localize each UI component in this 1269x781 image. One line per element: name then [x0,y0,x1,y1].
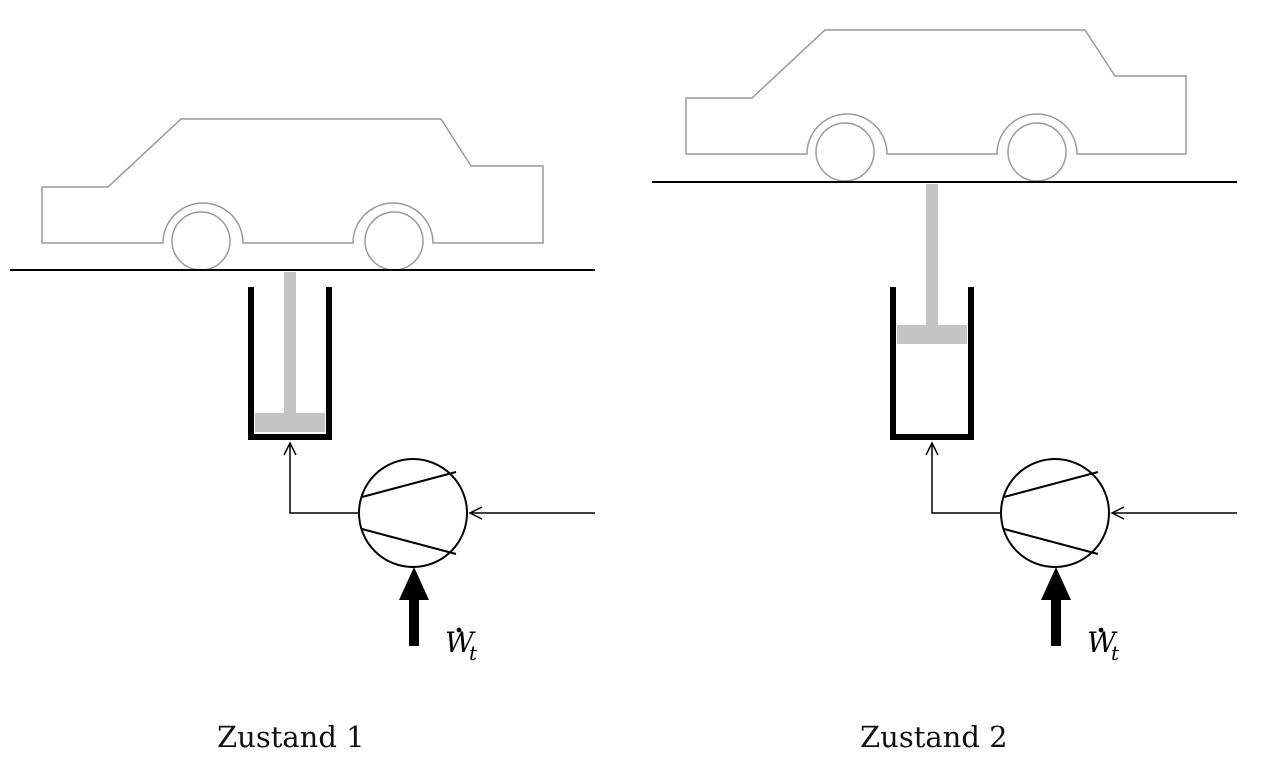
car-body [41,118,544,244]
flow-line-to-cylinder [289,443,359,514]
flow-line-to-cylinder [931,443,1001,514]
car-wheel-front [171,211,231,271]
car-icon [41,118,544,271]
hydraulic-cylinder [248,287,332,440]
hydraulic-cylinder [890,287,974,440]
car-icon [685,29,1187,182]
svg-text:t: t [469,641,478,665]
car-wheel-rear [364,211,424,271]
dot-icon [456,627,462,633]
compressor-icon [358,458,468,568]
compressor-icon [1000,458,1110,568]
arrow-icon [1041,567,1071,600]
work-arrow-shaft [409,592,419,646]
work-label-2: W t [1087,626,1120,665]
car-wheel-rear [1007,122,1067,182]
piston-head [255,413,325,432]
arrow-icon [283,441,297,456]
car-body [685,29,1187,155]
state-2-group: W t [652,29,1237,665]
piston-rod [284,272,296,414]
piston-head [897,325,967,344]
state-1-caption: Zustand 1 [217,720,365,754]
arrow-icon [399,567,429,600]
arrow-icon [925,441,939,456]
state-1-group: W t [10,118,595,665]
work-arrow-shaft [1051,592,1061,646]
piston-rod [926,184,938,326]
svg-text:t: t [1111,641,1120,665]
work-label-1: W t [445,626,478,665]
car-wheel-front [815,122,875,182]
arrow-icon [1110,506,1125,520]
state-2-caption: Zustand 2 [860,720,1008,754]
dot-icon [1098,627,1104,633]
arrow-icon [468,506,483,520]
